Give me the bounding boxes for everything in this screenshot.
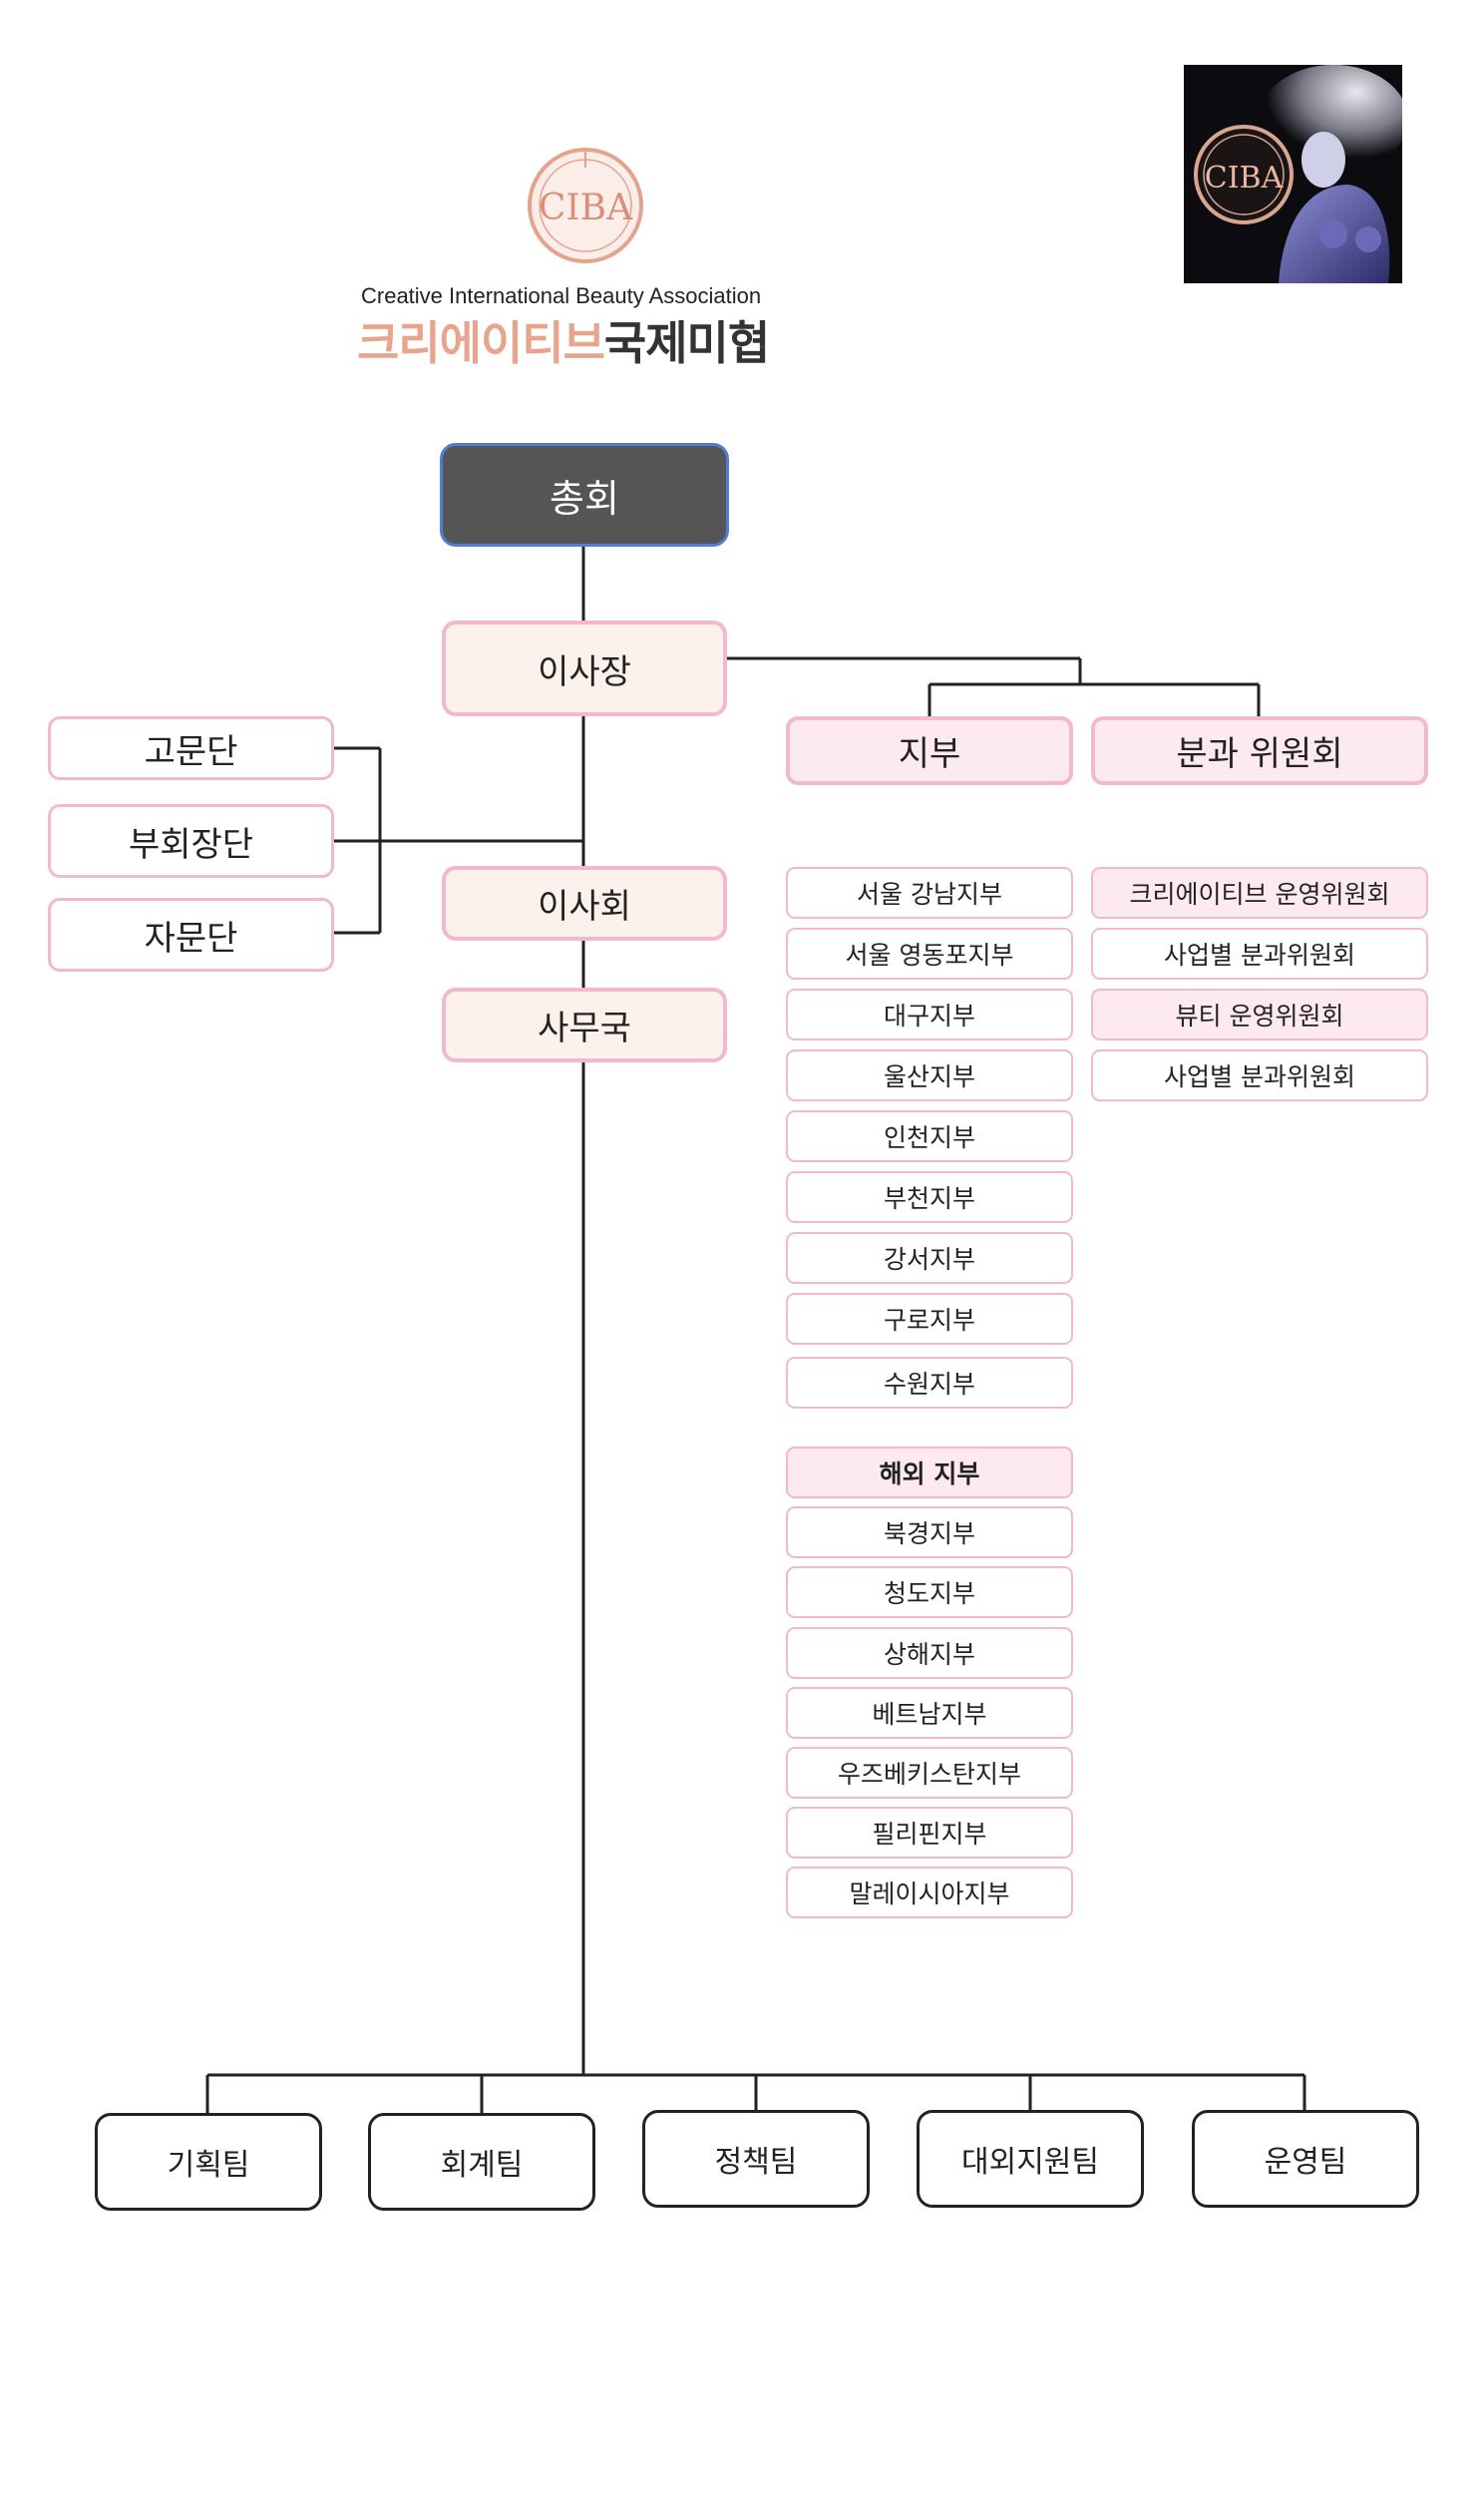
overseas-header: 해외 지부 [786, 1447, 1073, 1498]
emblem-text: CIBA [539, 188, 633, 228]
chairman-box: 이사장 [442, 621, 727, 716]
overseas-branch-item: 필리핀지부 [786, 1807, 1073, 1859]
board-box: 이사회 [442, 866, 727, 941]
team-accounting: 회계팀 [368, 2113, 595, 2211]
committee-item: 사업별 분과위원회 [1091, 1049, 1428, 1101]
general-assembly-box: 총회 [440, 443, 729, 547]
overseas-branch-item: 말레이시아지부 [786, 1867, 1073, 1918]
overseas-branch-item: 청도지부 [786, 1566, 1073, 1618]
branch-header: 지부 [786, 716, 1073, 785]
ciba-emblem: CIBA [356, 140, 715, 273]
committee-item: 뷰티 운영위원회 [1091, 989, 1428, 1040]
overseas-branch-item: 상해지부 [786, 1627, 1073, 1679]
consultants-box: 자문단 [48, 898, 334, 972]
branch-item: 인천지부 [786, 1110, 1073, 1162]
branch-item: 서울 강남지부 [786, 867, 1073, 919]
branch-item: 부천지부 [786, 1171, 1073, 1223]
branch-item: 강서지부 [786, 1232, 1073, 1284]
branch-item: 수원지부 [786, 1357, 1073, 1409]
committee-header: 분과 위원회 [1091, 716, 1428, 785]
committee-item: 크리에이티브 운영위원회 [1091, 867, 1428, 919]
overseas-branch-item: 우즈베키스탄지부 [786, 1747, 1073, 1799]
advisors-box: 고문단 [48, 716, 334, 780]
brand-korean-name: 크리에이티브국제미협 [357, 307, 770, 373]
team-planning: 기획팀 [95, 2113, 322, 2211]
photo-badge-text: CIBA [1205, 161, 1284, 196]
ciba-photo: CIBA [1184, 65, 1402, 283]
overseas-branch-item: 베트남지부 [786, 1687, 1073, 1739]
brand-korean-part1: 크리에이티브 [357, 316, 605, 370]
committee-item: 사업별 분과위원회 [1091, 928, 1428, 980]
brand-english-name: Creative International Beauty Associatio… [361, 283, 762, 308]
secretariat-box: 사무국 [442, 988, 727, 1062]
branch-item: 울산지부 [786, 1049, 1073, 1101]
vice-presidents-box: 부회장단 [48, 804, 334, 878]
team-external-support: 대외지원팀 [917, 2110, 1144, 2208]
team-policy: 정책팀 [642, 2110, 870, 2208]
branch-item: 구로지부 [786, 1293, 1073, 1345]
team-operations: 운영팀 [1192, 2110, 1419, 2208]
overseas-branch-item: 북경지부 [786, 1506, 1073, 1558]
branch-item: 서울 영동포지부 [786, 928, 1073, 980]
branch-item: 대구지부 [786, 989, 1073, 1040]
brand-korean-part2: 국제미협 [603, 316, 770, 370]
